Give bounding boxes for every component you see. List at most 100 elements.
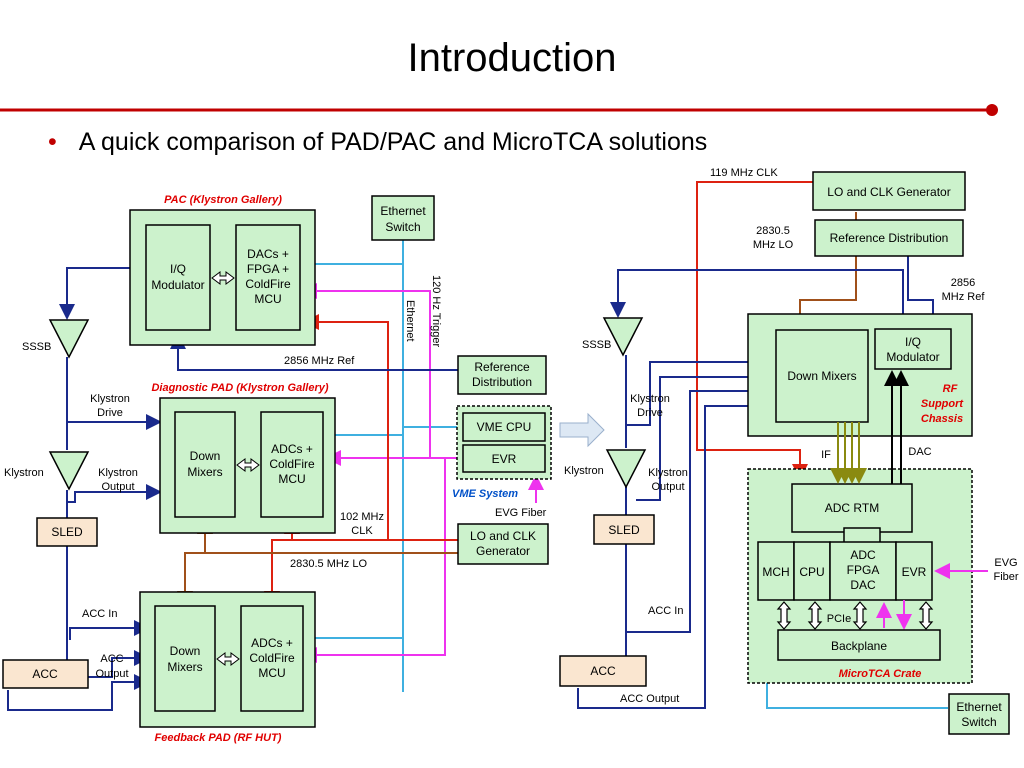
ethernet-label: Ethernet: [404, 300, 416, 342]
ref-dist-label-2: Distribution: [472, 375, 532, 389]
fb-adcs-box: [240, 605, 304, 712]
klystron-output-label-2: Output: [101, 481, 134, 493]
ref-dist-label: Reference Distribution: [830, 231, 949, 245]
iq-modulator-label-1: I/Q: [905, 335, 921, 349]
lo-2830-label-2: MHz LO: [753, 239, 794, 251]
bidirectional-arrow-icon: [216, 652, 240, 666]
adc-fpga-dac-label-2: FPGA: [847, 563, 880, 577]
dac-lines: [884, 370, 909, 484]
klystron-drive-label-2: Drive: [637, 407, 663, 419]
diagnostic-pad-title: Diagnostic PAD (Klystron Gallery): [151, 382, 328, 394]
lo-clk-generator-box: [457, 523, 549, 565]
adc-fpga-dac-box: [829, 541, 897, 601]
trigger-lines: [876, 563, 988, 630]
pac-title: PAC (Klystron Gallery): [164, 194, 282, 206]
dacs-fpga-box: [235, 224, 301, 331]
ethernet-switch-label-1: Ethernet: [956, 700, 1002, 714]
fb-adcs-label-3: MCU: [258, 666, 285, 680]
iq-modulator-box: [874, 328, 952, 370]
dacs-fpga-label-1: DACs +: [247, 247, 289, 261]
diag-adcs-label-1: ADCs +: [271, 442, 313, 456]
diag-down-mixers-box: [174, 411, 236, 518]
klystron-output-label-1: Klystron: [98, 467, 138, 479]
vme-cpu-label: VME CPU: [477, 420, 532, 434]
slide-title: Introduction: [407, 36, 617, 80]
bidirectional-arrow-icon: [236, 458, 260, 472]
evr-box: [895, 541, 933, 601]
ethernet-switch-label-2: Switch: [961, 715, 996, 729]
acc-in-label: ACC In: [648, 605, 683, 617]
klystron-drive-label-1: Klystron: [90, 393, 130, 405]
ethernet-switch-box: [948, 693, 1010, 735]
clk-119-label: 119 MHz CLK: [710, 167, 778, 179]
rf-signal-lines: [7, 267, 461, 711]
ethernet-switch-box: [371, 195, 435, 241]
ethernet-switch-label-2: Switch: [385, 220, 420, 234]
if-lines: [830, 422, 867, 484]
pcie-arrow-icon: [776, 601, 792, 630]
sled-box: [36, 517, 98, 547]
bullet-point: • A quick comparison of PAD/PAC and Micro…: [48, 128, 707, 157]
iq-modulator-box: [145, 224, 211, 331]
lo-clk-generator-box: [812, 171, 966, 211]
acc-box: [2, 659, 89, 689]
bullet-dot: •: [48, 128, 57, 156]
fb-down-mixers-label-1: Down: [170, 644, 201, 658]
sled-label: SLED: [608, 523, 640, 537]
fb-adcs-label-1: ADCs +: [251, 636, 293, 650]
lo-2830-label-1: 2830.5: [756, 225, 790, 237]
acc-label: ACC: [590, 664, 616, 678]
lo-clk-label-2: Generator: [476, 544, 530, 558]
microtca-crate-label: MicroTCA Crate: [839, 668, 922, 680]
sled-box: [593, 514, 655, 545]
feedback-pad-title: Feedback PAD (RF HUT): [155, 732, 282, 744]
adc-fpga-dac-label-3: DAC: [850, 578, 876, 592]
sssb-label: SSSB: [22, 341, 51, 353]
backplane-label: Backplane: [831, 639, 887, 653]
sssb-amplifier-icon: [602, 317, 644, 357]
trigger-label: 120 Hz Trigger: [430, 275, 442, 347]
diag-down-mixers-label-1: Down: [190, 449, 221, 463]
clk-102-label-2: CLK: [351, 525, 373, 537]
lo-2830-label: 2830.5 MHz LO: [290, 558, 367, 570]
dacs-fpga-label-2: FPGA +: [247, 262, 289, 276]
clock-lines: [696, 181, 813, 480]
reference-distribution-box: [457, 355, 547, 395]
ref-lines: [577, 240, 941, 709]
pcie-label: PCIe: [827, 613, 851, 625]
evg-fiber-label-2: Fiber: [993, 571, 1018, 583]
bullet-text: A quick comparison of PAD/PAC and MicroT…: [78, 128, 708, 156]
diag-adcs-label-2: ColdFire: [269, 457, 315, 471]
fb-down-mixers-box: [154, 605, 216, 712]
fb-down-mixers-label-2: Mixers: [167, 660, 202, 674]
klystron-amplifier-icon: [605, 449, 647, 489]
klystron-label: Klystron: [4, 467, 44, 479]
diag-adcs-box: [260, 411, 324, 518]
cpu-box: [793, 541, 831, 601]
vme-cpu-box: [462, 412, 546, 442]
rf-support-label-1: RF: [943, 383, 958, 395]
acc-output-label: ACC Output: [620, 693, 679, 705]
iq-modulator-label-2: Modulator: [151, 278, 204, 292]
adc-rtm-label: ADC RTM: [825, 501, 879, 515]
acc-output-label-1: ACC: [100, 653, 123, 665]
sssb-amplifier-icon: [48, 319, 90, 359]
ref-2856-label: 2856 MHz Ref: [284, 355, 355, 367]
dac-label: DAC: [908, 446, 931, 458]
acc-box: [559, 655, 647, 687]
pcie-arrow-icon: [807, 601, 823, 630]
ref-2856-label-2: MHz Ref: [942, 291, 986, 303]
pcie-arrow-icon: [852, 601, 868, 630]
lo-clk-label: LO and CLK Generator: [827, 185, 950, 199]
klystron-drive-label-2: Drive: [97, 407, 123, 419]
if-label: IF: [821, 449, 831, 461]
ref-2856-label-1: 2856: [951, 277, 975, 289]
right-diagram: LO and CLK Generator Reference Distribut…: [559, 167, 1019, 735]
klystron-drive-label-1: Klystron: [630, 393, 670, 405]
iq-modulator-label-1: I/Q: [170, 262, 186, 276]
diag-adcs-label-3: MCU: [278, 472, 305, 486]
iq-modulator-label-2: Modulator: [886, 350, 939, 364]
adc-fpga-dac-label-1: ADC: [850, 548, 876, 562]
pcie-arrows: [776, 601, 934, 630]
